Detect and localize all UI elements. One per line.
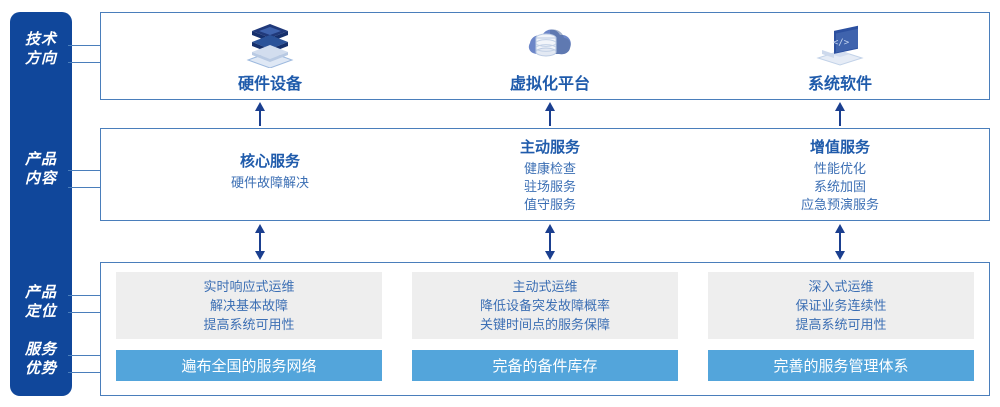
rail-label-line2: 定位 xyxy=(24,303,57,320)
rail-label-line2: 优势 xyxy=(24,360,57,377)
tech-cell-virtualization[interactable]: 虚拟化平台 xyxy=(430,12,670,100)
arrow-bidirectional-value-added xyxy=(830,224,850,265)
server-stack-icon xyxy=(240,18,300,69)
positioning-item: 关键时间点的服务保障 xyxy=(479,317,610,332)
positioning-box-realtime[interactable]: 实时响应式运维 解决基本故障 提高系统可用性 xyxy=(116,272,382,339)
laptop-code-icon: </> xyxy=(810,18,870,68)
positioning-item: 保证业务连续性 xyxy=(795,298,887,313)
arrow-up-hardware xyxy=(250,102,270,131)
advantage-bar-management-system[interactable]: 完善的服务管理体系 xyxy=(708,350,974,381)
content-cell-item: 驻场服务 xyxy=(523,178,576,194)
advantage-bar-spare-parts[interactable]: 完备的备件库存 xyxy=(412,350,678,381)
content-cell-item: 健康检查 xyxy=(523,160,576,176)
positioning-item: 实时响应式运维 xyxy=(203,279,295,294)
arrow-bidirectional-proactive xyxy=(540,224,560,265)
content-cell-title: 核心服务 xyxy=(239,153,300,170)
content-cell-title: 主动服务 xyxy=(519,138,580,156)
content-cell-core-service[interactable]: 核心服务 硬件故障解决 xyxy=(150,128,390,221)
rail-label-line1: 技术 xyxy=(24,31,57,48)
advantage-bar-label: 遍布全国的服务网络 xyxy=(181,358,317,375)
advantage-bar-service-network[interactable]: 遍布全国的服务网络 xyxy=(116,350,382,381)
rail-label-line1: 产品 xyxy=(24,284,57,301)
positioning-item: 解决基本故障 xyxy=(209,298,288,313)
content-cell-item: 值守服务 xyxy=(523,196,576,212)
rail-label-technology-direction: 技术 方向 xyxy=(10,30,72,68)
content-cell-title: 增值服务 xyxy=(809,138,870,156)
rail-label-line2: 方向 xyxy=(24,50,57,67)
advantage-bar-label: 完善的服务管理体系 xyxy=(773,358,909,375)
positioning-item: 提高系统可用性 xyxy=(203,317,295,332)
positioning-box-proactive[interactable]: 主动式运维 降低设备突发故障概率 关键时间点的服务保障 xyxy=(412,272,678,339)
content-cell-proactive-service[interactable]: 主动服务 健康检查 驻场服务 值守服务 xyxy=(430,128,670,221)
arrow-up-virtualization xyxy=(540,102,560,131)
positioning-item: 主动式运维 xyxy=(512,279,578,294)
arrow-up-system-software xyxy=(830,102,850,131)
advantage-bar-label: 完备的备件库存 xyxy=(492,358,598,375)
category-rail xyxy=(10,12,72,396)
tech-cell-hardware[interactable]: 硬件设备 xyxy=(150,12,390,100)
rail-label-line1: 产品 xyxy=(24,151,57,168)
positioning-item: 降低设备突发故障概率 xyxy=(479,298,610,313)
rail-label-line1: 服务 xyxy=(24,341,57,358)
tech-cell-system-software[interactable]: </> 系统软件 xyxy=(720,12,960,100)
rail-label-line2: 内容 xyxy=(24,170,57,187)
panel-product-content xyxy=(100,128,990,221)
positioning-item: 提高系统可用性 xyxy=(795,317,887,332)
positioning-box-indepth[interactable]: 深入式运维 保证业务连续性 提高系统可用性 xyxy=(708,272,974,339)
svg-text:</>: </> xyxy=(833,38,850,48)
tech-cell-label: 硬件设备 xyxy=(237,76,302,93)
arrow-bidirectional-core xyxy=(250,224,270,265)
tech-cell-label: 系统软件 xyxy=(807,76,872,93)
cloud-database-icon xyxy=(520,18,580,68)
content-cell-item: 系统加固 xyxy=(813,178,866,194)
content-cell-value-added-service[interactable]: 增值服务 性能优化 系统加固 应急预演服务 xyxy=(720,128,960,221)
content-cell-item: 性能优化 xyxy=(813,160,866,176)
content-cell-item: 硬件故障解决 xyxy=(230,175,309,190)
rail-label-service-advantage: 服务 优势 xyxy=(10,340,72,378)
tech-cell-label: 虚拟化平台 xyxy=(509,76,590,93)
positioning-item: 深入式运维 xyxy=(808,279,874,294)
rail-label-product-content: 产品 内容 xyxy=(10,150,72,188)
rail-label-product-positioning: 产品 定位 xyxy=(10,283,72,321)
content-cell-item: 应急预演服务 xyxy=(800,196,879,212)
